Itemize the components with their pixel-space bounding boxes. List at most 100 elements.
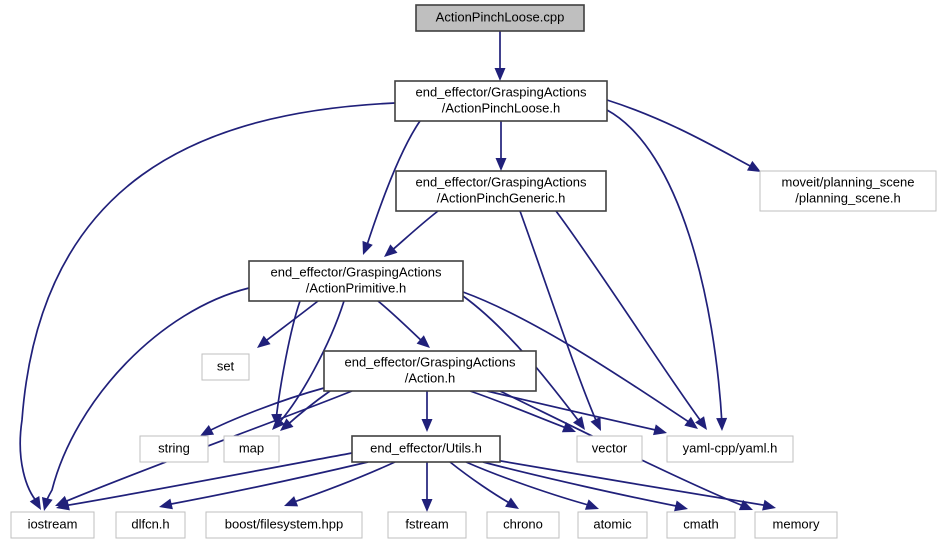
edge-arrowhead (653, 424, 667, 436)
node-label: string (158, 440, 190, 455)
graph-edge (449, 461, 519, 509)
graph-node-utils_h[interactable]: end_effector/Utils.h (351, 435, 501, 463)
graph-edge (271, 300, 301, 427)
graph-node-chrono[interactable]: chrono (486, 511, 560, 539)
node-box[interactable] (577, 511, 648, 539)
graph-node-root[interactable]: ActionPinchLoose.cpp (415, 4, 585, 32)
edge-arrowhead (159, 498, 173, 510)
graph-node-set[interactable]: set (201, 353, 250, 381)
edge-arrowhead (695, 416, 707, 430)
graph-edge (462, 291, 698, 429)
graph-edge (284, 461, 396, 507)
graph-node-cmath[interactable]: cmath (666, 511, 736, 539)
graph-node-vector[interactable]: vector (576, 435, 643, 463)
edge-arrowhead (416, 335, 430, 348)
node-box[interactable] (351, 435, 501, 463)
node-label: end_effector/GraspingActions (415, 84, 587, 99)
node-label: end_effector/Utils.h (370, 440, 482, 455)
node-label: vector (592, 440, 628, 455)
edge-arrowhead (762, 499, 776, 511)
edge-arrowhead (505, 497, 519, 509)
graph-edge (272, 300, 345, 430)
node-box[interactable] (115, 511, 186, 539)
graph-edge (19, 102, 396, 510)
graph-node-action_h[interactable]: end_effector/GraspingActions/Action.h (323, 350, 537, 392)
graph-edge (486, 390, 667, 436)
edge-arrowhead (674, 500, 688, 512)
node-label: chrono (503, 516, 543, 531)
node-label: atomic (593, 516, 632, 531)
edge-arrowhead (738, 499, 753, 511)
node-box[interactable] (205, 511, 363, 539)
node-box[interactable] (666, 435, 794, 463)
graph-edge (494, 31, 506, 81)
node-box[interactable] (10, 511, 95, 539)
edge-arrowhead (421, 499, 433, 512)
graph-node-map[interactable]: map (223, 435, 280, 463)
node-box[interactable] (387, 511, 467, 539)
edge-arrowhead (56, 499, 70, 511)
node-label: iostream (28, 516, 78, 531)
graph-edge (494, 459, 776, 511)
node-box[interactable] (394, 80, 608, 122)
node-box[interactable] (248, 260, 464, 302)
graph-edge (495, 121, 507, 171)
graph-edge (280, 390, 331, 431)
node-box[interactable] (415, 4, 585, 32)
edge-arrowhead (495, 158, 507, 171)
edge-arrowhead (29, 495, 41, 510)
graph-node-atomic[interactable]: atomic (577, 511, 648, 539)
graph-node-dlfcn[interactable]: dlfcn.h (115, 511, 186, 539)
node-label: set (217, 358, 235, 373)
edge-arrowhead (572, 416, 585, 430)
graph-edge (384, 210, 439, 257)
graph-edge (56, 452, 353, 511)
edge-arrowhead (590, 416, 601, 431)
graph-edge (41, 287, 250, 511)
node-label: yaml-cpp/yaml.h (683, 440, 778, 455)
node-box[interactable] (576, 435, 643, 463)
node-box[interactable] (139, 435, 209, 463)
graph-node-fstream[interactable]: fstream (387, 511, 467, 539)
graph-node-yaml[interactable]: yaml-cpp/yaml.h (666, 435, 794, 463)
graph-node-iostream[interactable]: iostream (10, 511, 95, 539)
node-label: boost/filesystem.hpp (225, 516, 344, 531)
edge-arrowhead (284, 496, 299, 507)
node-label: /ActionPrimitive.h (306, 280, 406, 295)
edge-arrowhead (494, 68, 506, 81)
node-box[interactable] (223, 435, 280, 463)
edge-arrowhead (280, 418, 294, 431)
graph-edge (555, 210, 707, 430)
node-label: moveit/planning_scene (782, 174, 915, 189)
graph-node-memory[interactable]: memory (754, 511, 838, 539)
graph-node-planning_scene_h[interactable]: moveit/planning_scene/planning_scene.h (759, 170, 937, 212)
graph-edge (421, 391, 433, 432)
node-label: end_effector/GraspingActions (344, 354, 516, 369)
graph-node-string[interactable]: string (139, 435, 209, 463)
graph-edge (362, 120, 421, 255)
graph-node-pinchloose_h[interactable]: end_effector/GraspingActions/ActionPinch… (394, 80, 608, 122)
node-label: /ActionPinchGeneric.h (437, 190, 566, 205)
edge-arrowhead (41, 497, 53, 511)
node-label: cmath (683, 516, 718, 531)
edge-arrowhead (684, 416, 698, 429)
edge-arrowhead (200, 424, 215, 436)
graph-edge (377, 300, 430, 348)
nodes-layer: ActionPinchLoose.cpp end_effector/Graspin… (10, 4, 937, 539)
node-label: memory (773, 516, 820, 531)
node-box[interactable] (395, 170, 607, 212)
graph-edge (606, 99, 761, 172)
node-box[interactable] (754, 511, 838, 539)
edge-arrowhead (716, 417, 728, 431)
edge-arrowhead (561, 422, 576, 433)
graph-node-actionprimitive_h[interactable]: end_effector/GraspingActions/ActionPrimi… (248, 260, 464, 302)
node-box[interactable] (323, 350, 537, 392)
node-box[interactable] (486, 511, 560, 539)
graph-edge (159, 461, 369, 510)
node-box[interactable] (666, 511, 736, 539)
graph-node-pinchgeneric_h[interactable]: end_effector/GraspingActions/ActionPinch… (395, 170, 607, 212)
node-box[interactable] (759, 170, 937, 212)
node-box[interactable] (201, 353, 250, 381)
graph-node-boost_fs[interactable]: boost/filesystem.hpp (205, 511, 363, 539)
graph-edge (482, 461, 688, 512)
